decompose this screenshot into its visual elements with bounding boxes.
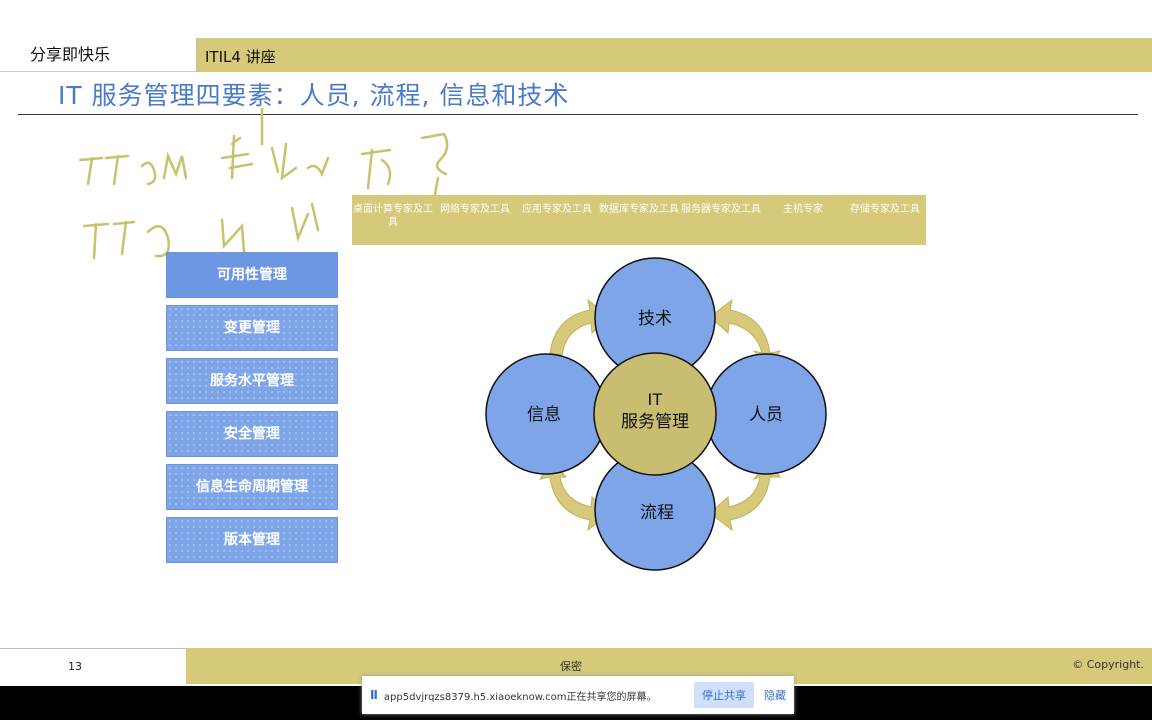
circle-center (593, 352, 717, 476)
mgmt-info-lifecycle: 信息生命周期管理 (166, 464, 338, 510)
four-elements-diagram: 技术 信息 人员 流程 IT 服务管理 (485, 257, 827, 571)
header-right-title: ITIL4 讲座 (196, 38, 1152, 72)
mgmt-availability: 可用性管理 (166, 252, 338, 298)
expert-cell-storage: 存储专家及工具 (850, 204, 920, 215)
footer-copyright: © Copyright. (1072, 658, 1144, 671)
header-left-title: 分享即快乐 (0, 38, 196, 72)
arrow-bottom-right (709, 460, 781, 532)
label-technology: 技术 (638, 309, 672, 328)
expert-cell-server: 服务器专家及工具 (681, 204, 761, 215)
mgmt-release: 版本管理 (166, 517, 338, 563)
mgmt-service-level: 服务水平管理 (166, 358, 338, 404)
label-process: 流程 (640, 503, 674, 522)
pause-icon: Ⅱ (370, 688, 378, 702)
expert-cell-database: 数据库专家及工具 (599, 204, 679, 215)
management-list: 可用性管理 变更管理 服务水平管理 安全管理 信息生命周期管理 版本管理 (166, 252, 338, 570)
label-center-line1: IT (647, 390, 662, 409)
expert-cell-mainframe: 主机专家 (783, 204, 823, 215)
slide-title: IT 服务管理四要素：人员, 流程, 信息和技术 (58, 81, 570, 110)
page-number: 13 (0, 648, 186, 684)
footer-center-text: 保密 (560, 660, 582, 673)
mgmt-security: 安全管理 (166, 411, 338, 457)
expert-cell-application: 应用专家及工具 (522, 204, 592, 215)
share-message: app5dvjrqzs8379.h5.xiaoeknow.com正在共享您的屏幕… (383, 691, 657, 703)
slide: 分享即快乐 ITIL4 讲座 IT 服务管理四要素：人员, 流程, 信息和技术 … (0, 0, 1152, 686)
expert-tools-bar: 桌面计算专家及工具 网络专家及工具 应用专家及工具 数据库专家及工具 服务器专家… (352, 195, 926, 245)
expert-cell-network: 网络专家及工具 (440, 204, 510, 215)
arrow-bottom-left (538, 460, 611, 532)
label-center-line2: 服务管理 (621, 412, 689, 431)
expert-cell-desktop: 桌面计算专家及工具 (353, 204, 433, 228)
mgmt-change: 变更管理 (166, 305, 338, 351)
screen-share-bar: Ⅱ app5dvjrqzs8379.h5.xiaoeknow.com正在共享您的… (362, 676, 794, 714)
hide-link[interactable]: 隐藏 (764, 689, 786, 702)
stop-sharing-button[interactable]: 停止共享 (694, 682, 754, 708)
title-divider (18, 114, 1138, 115)
label-information: 信息 (527, 405, 561, 424)
label-people: 人员 (749, 405, 783, 424)
